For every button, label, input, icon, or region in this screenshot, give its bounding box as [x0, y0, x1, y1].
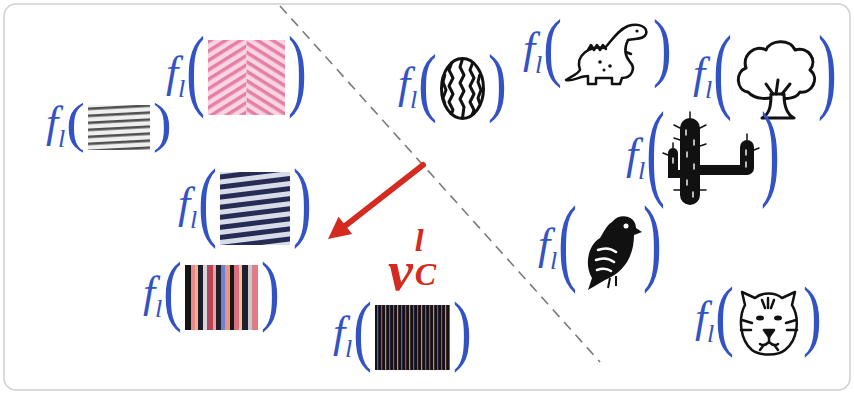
- function-symbol: f: [333, 311, 345, 355]
- frame: [4, 4, 850, 390]
- function-symbol: f: [46, 101, 58, 145]
- concept-vector-arrow: [328, 165, 423, 239]
- function-symbol: f: [693, 52, 705, 96]
- close-paren: ): [153, 95, 172, 149]
- open-paren: (: [715, 275, 734, 354]
- layer-superscript: l: [415, 224, 424, 256]
- bird-icon: [588, 216, 642, 290]
- open-paren: (: [186, 23, 205, 114]
- layer-subscript: l: [155, 296, 162, 322]
- concept-vector-symbol: v: [388, 243, 413, 299]
- function-symbol: f: [523, 27, 535, 71]
- concept-subscript: C: [415, 258, 436, 290]
- gray-stripes-image: [88, 105, 150, 150]
- close-paren: ): [643, 192, 662, 289]
- open-paren: (: [558, 192, 577, 289]
- dark-stripes-image: [375, 305, 450, 370]
- layer-subscript: l: [410, 87, 417, 113]
- dinosaur-icon: [566, 25, 646, 84]
- cactus-icon: [663, 112, 759, 205]
- layer-subscript: l: [178, 76, 185, 102]
- close-paren: ): [488, 43, 507, 119]
- close-paren: ): [803, 275, 822, 354]
- close-paren: ): [818, 22, 837, 116]
- close-paren: ): [653, 8, 672, 84]
- close-paren: ): [453, 290, 472, 369]
- tiger-icon: [741, 292, 797, 355]
- layer-subscript: l: [190, 207, 197, 233]
- navy-stripes-image: [220, 172, 290, 245]
- watermelon-icon: [442, 59, 484, 119]
- function-symbol: f: [143, 271, 155, 315]
- open-paren: (: [198, 156, 217, 244]
- close-paren: ): [261, 250, 280, 329]
- open-paren: (: [646, 95, 665, 204]
- layer-subscript: l: [345, 336, 352, 362]
- function-symbol: f: [178, 182, 190, 226]
- function-symbol: f: [166, 51, 178, 95]
- close-paren: ): [293, 156, 312, 244]
- layer-subscript: l: [707, 321, 714, 347]
- open-paren: (: [66, 95, 85, 149]
- open-paren: (: [353, 290, 372, 369]
- pink-stripes-image: [208, 40, 285, 115]
- layer-subscript: l: [58, 126, 65, 152]
- layer-subscript: l: [705, 77, 712, 103]
- layer-subscript: l: [638, 158, 645, 184]
- open-paren: (: [163, 250, 182, 329]
- vertical-stripes-image: [185, 265, 258, 330]
- close-paren: ): [761, 95, 780, 204]
- close-paren: ): [288, 23, 307, 114]
- function-symbol: f: [538, 223, 550, 267]
- layer-subscript: l: [535, 52, 542, 78]
- open-paren: (: [418, 43, 437, 119]
- function-symbol: f: [398, 62, 410, 106]
- function-symbol: f: [626, 133, 638, 177]
- open-paren: (: [543, 8, 562, 84]
- function-symbol: f: [695, 296, 707, 340]
- layer-subscript: l: [550, 248, 557, 274]
- open-paren: (: [713, 22, 732, 116]
